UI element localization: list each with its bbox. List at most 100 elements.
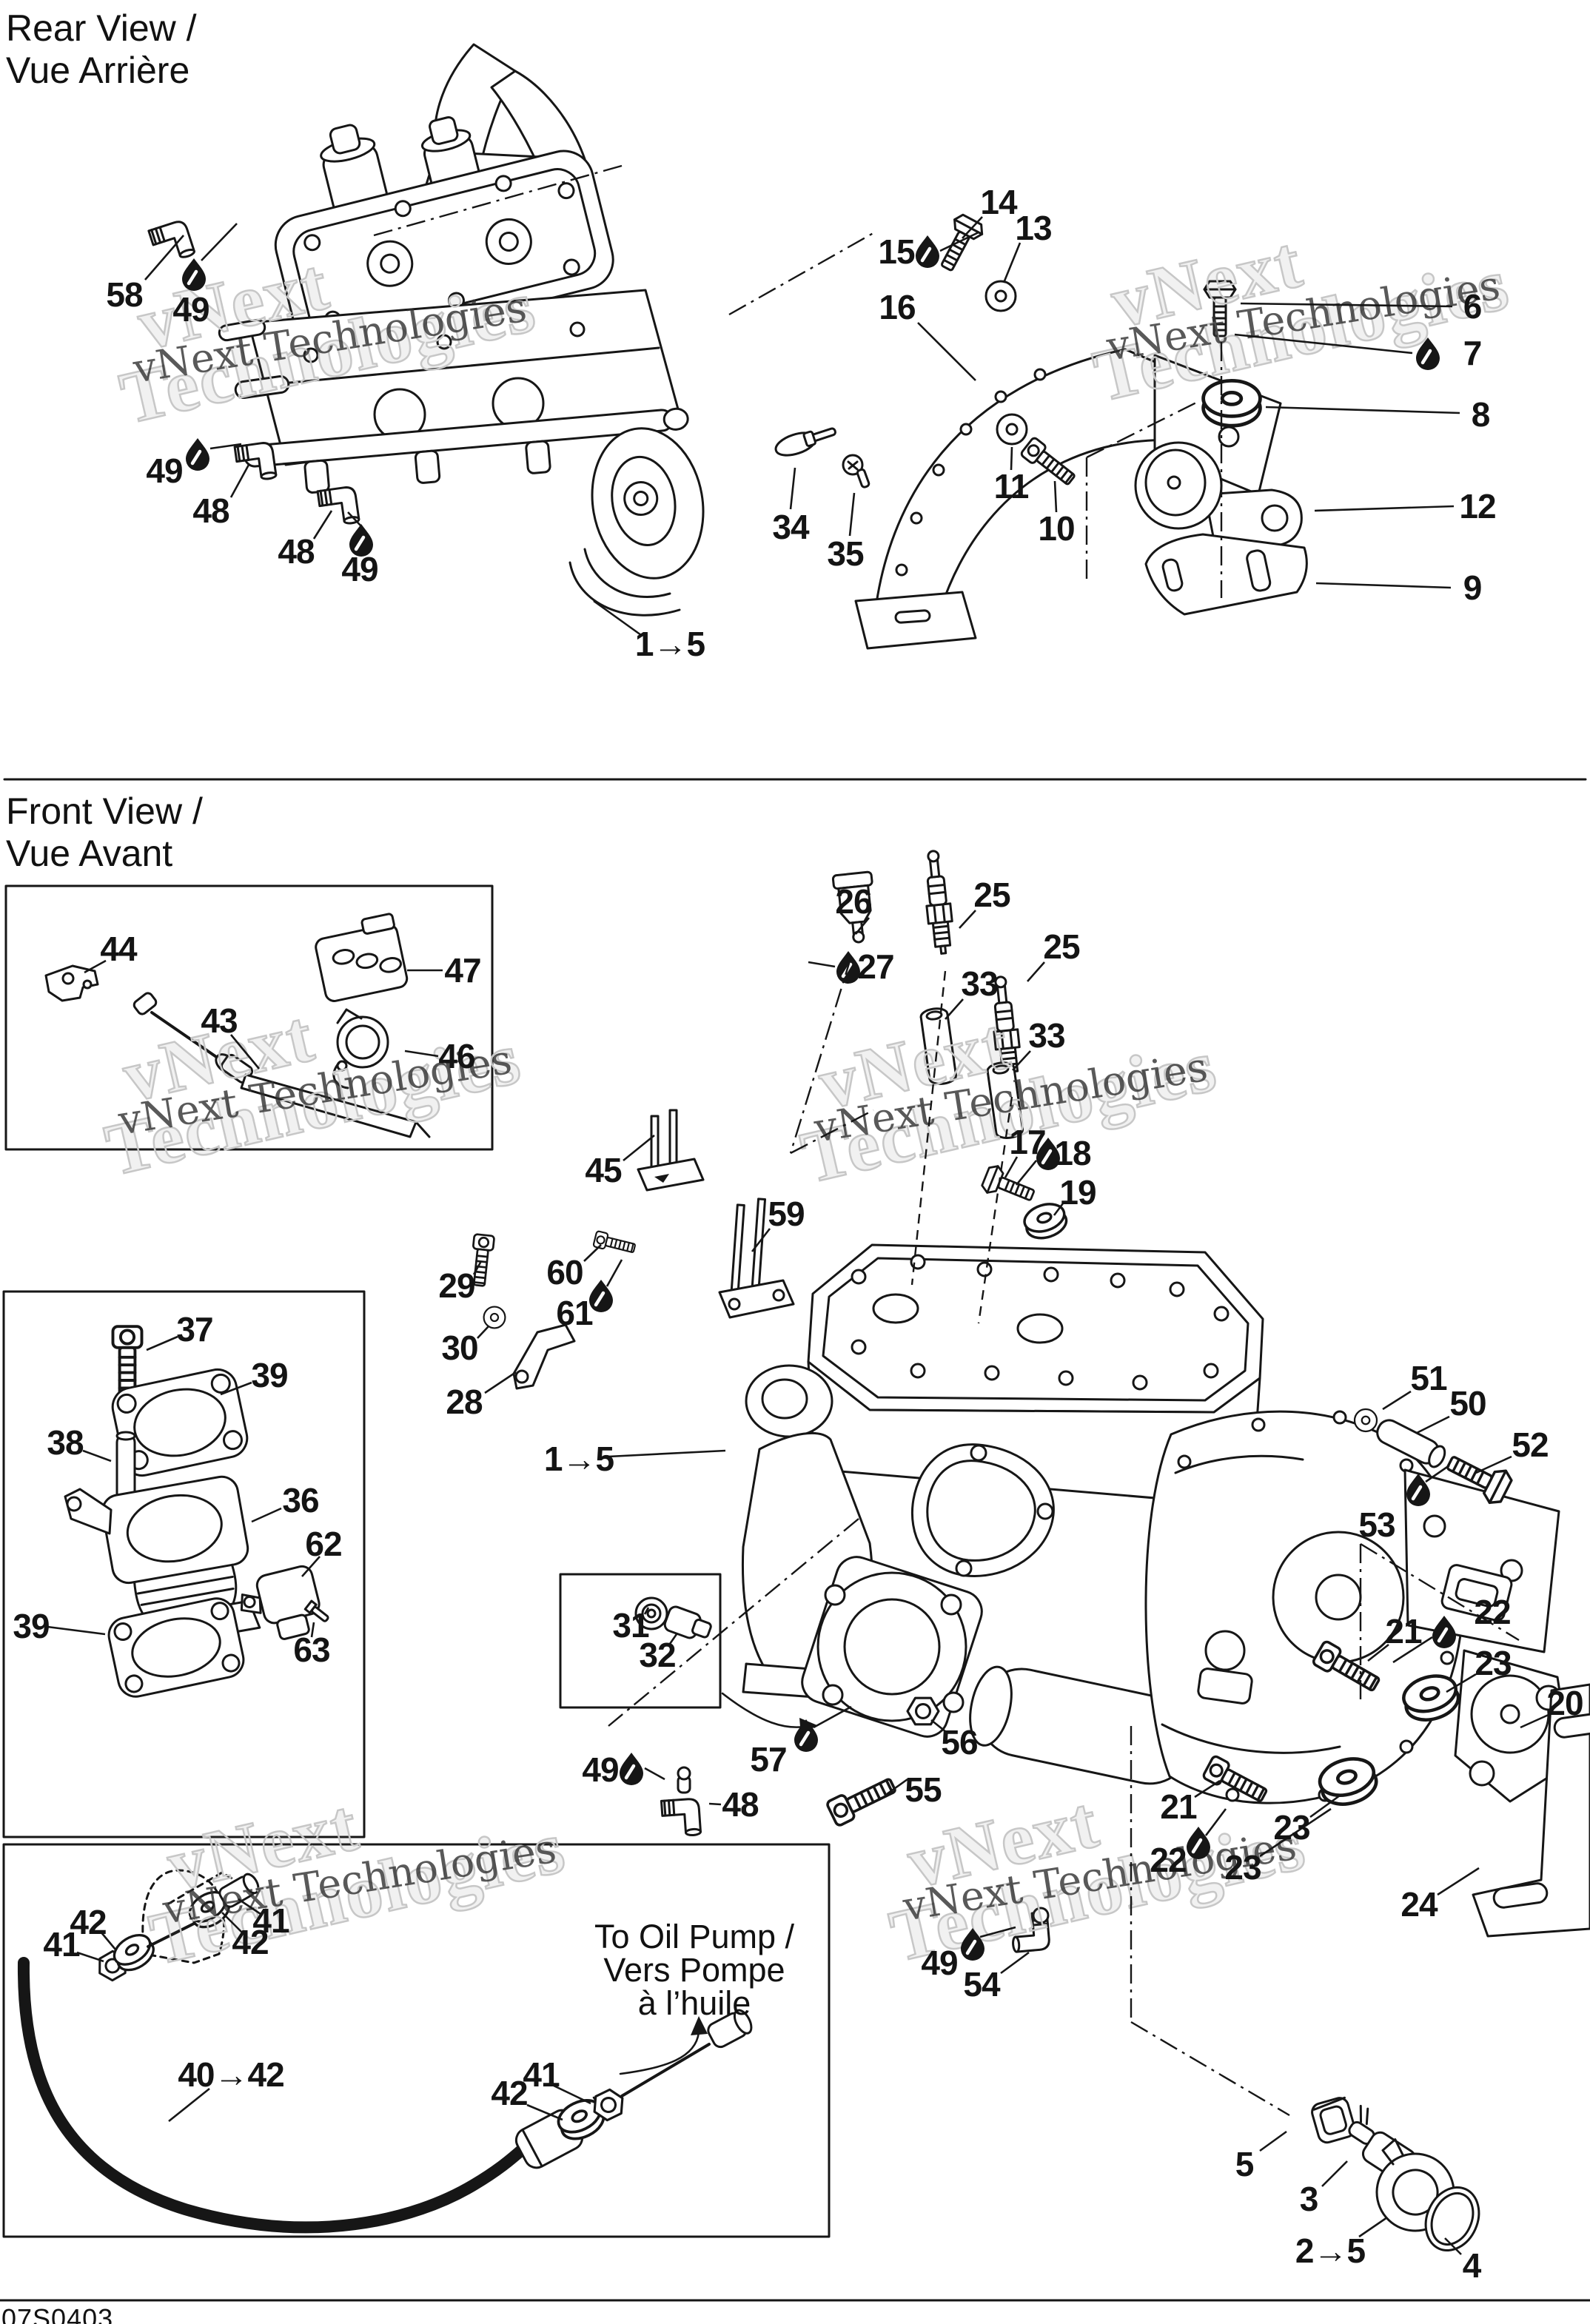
inset-box-oil-pump-cable bbox=[2, 1843, 831, 2238]
leader-line bbox=[229, 464, 250, 498]
leader-line bbox=[1315, 582, 1452, 589]
leader-line bbox=[1309, 1794, 1341, 1818]
oil-drop-icon bbox=[1432, 1616, 1456, 1648]
leader-line bbox=[959, 910, 976, 929]
leader-line bbox=[848, 492, 856, 537]
leader-line bbox=[1053, 1203, 1064, 1216]
leader-line bbox=[84, 959, 107, 974]
leader-line bbox=[813, 1705, 852, 1729]
leader-line bbox=[1446, 1673, 1477, 1693]
oil-drop-icon bbox=[916, 235, 939, 268]
rear-view-title: Rear View / Vue Arrière bbox=[6, 7, 197, 92]
leader-line bbox=[808, 961, 836, 968]
leader-line bbox=[789, 467, 796, 510]
leader-line bbox=[221, 1912, 245, 1935]
construction-line bbox=[373, 164, 623, 237]
leader-line bbox=[1053, 480, 1058, 513]
rear-view-title-en: Rear View / bbox=[6, 7, 197, 49]
leader-line bbox=[623, 1134, 655, 1162]
leader-line bbox=[209, 443, 242, 450]
leader-line bbox=[76, 1951, 104, 1963]
construction-line bbox=[977, 1096, 1013, 1324]
construction-line bbox=[728, 229, 878, 316]
leader-line bbox=[1265, 406, 1460, 414]
construction-line bbox=[608, 1518, 859, 1727]
leader-line bbox=[1204, 1808, 1227, 1836]
leader-line bbox=[1004, 1156, 1019, 1178]
leader-line bbox=[1259, 2130, 1287, 2152]
leader-line bbox=[1234, 333, 1413, 355]
leader-line bbox=[1321, 2160, 1348, 2187]
sheet-code: 07S0403 bbox=[1, 2303, 114, 2324]
leader-line bbox=[668, 1633, 678, 1645]
oil-drop-icon bbox=[1036, 1138, 1060, 1170]
box3-cable-drawing bbox=[17, 1869, 753, 2234]
box2-parts-drawing bbox=[64, 1325, 329, 1698]
leader-line bbox=[47, 1625, 106, 1636]
oil-pump-note-line2: Vers Pompe bbox=[603, 1951, 785, 1989]
leader-line bbox=[1520, 1713, 1551, 1729]
leader-line bbox=[526, 2103, 563, 2121]
leader-line bbox=[1367, 1643, 1389, 1662]
leader-line bbox=[644, 1767, 665, 1781]
leader-line bbox=[930, 1719, 947, 1733]
leader-line bbox=[886, 1778, 908, 1796]
box4-parts-drawing bbox=[634, 1596, 817, 1736]
leader-line bbox=[939, 231, 979, 252]
leader-line bbox=[301, 1556, 321, 1577]
leader-line bbox=[643, 1607, 650, 1615]
leader-line bbox=[945, 998, 964, 1020]
leader-line bbox=[1358, 2216, 1388, 2238]
oil-pump-note: To Oil Pump / Vers Pompe à l’huile bbox=[594, 1920, 794, 2020]
leader-line bbox=[1002, 242, 1022, 283]
inset-box-cables bbox=[4, 884, 494, 1151]
oil-drop-icon bbox=[620, 1753, 643, 1785]
oil-drop-icon bbox=[349, 524, 373, 557]
rear-view-title-fr: Vue Arrière bbox=[6, 50, 190, 91]
front-engine-drawing bbox=[741, 1243, 1560, 1804]
leader-line bbox=[82, 1449, 112, 1462]
leader-line bbox=[1015, 1160, 1038, 1186]
front-view-title-fr: Vue Avant bbox=[6, 833, 173, 874]
oil-pump-note-line3: à l’huile bbox=[637, 1984, 751, 2022]
oil-drop-icon bbox=[182, 258, 206, 291]
leader-line bbox=[1314, 505, 1455, 512]
leader-line bbox=[477, 1326, 489, 1339]
leader-line bbox=[751, 1228, 771, 1252]
construction-line bbox=[1130, 2021, 1290, 2117]
oil-drop-icon bbox=[589, 1280, 613, 1312]
leader-line bbox=[1425, 1464, 1450, 1483]
leader-line bbox=[220, 1381, 252, 1396]
leader-line bbox=[251, 1507, 282, 1523]
leader-line bbox=[1475, 1455, 1512, 1474]
leader-line bbox=[1012, 1050, 1031, 1071]
leader-line bbox=[608, 1449, 726, 1458]
oil-drop-icon bbox=[186, 438, 209, 471]
box1-parts-drawing bbox=[44, 913, 431, 1138]
leader-line bbox=[404, 1050, 439, 1058]
leader-line bbox=[553, 2084, 591, 2105]
leader-line bbox=[1392, 1636, 1433, 1664]
leader-line bbox=[168, 2087, 210, 2123]
leader-line bbox=[583, 1244, 602, 1262]
leader-line bbox=[593, 600, 642, 637]
leader-line bbox=[146, 1335, 178, 1351]
leader-line bbox=[201, 223, 238, 261]
inset-box-adapter bbox=[2, 1290, 366, 1838]
leader-line bbox=[1010, 446, 1013, 471]
construction-line bbox=[1360, 1542, 1520, 1642]
oil-drop-icon bbox=[961, 1928, 984, 1961]
front-view-title-en: Front View / bbox=[6, 790, 203, 832]
leader-line bbox=[144, 235, 184, 281]
oil-drop-icon bbox=[1416, 337, 1440, 370]
construction-line bbox=[789, 956, 853, 1154]
leader-line bbox=[1416, 1415, 1450, 1434]
leader-line bbox=[310, 1622, 315, 1638]
oil-pump-note-line1: To Oil Pump / bbox=[594, 1918, 795, 1955]
oil-drop-icon bbox=[1187, 1827, 1210, 1859]
leader-line bbox=[1027, 961, 1045, 982]
leader-line bbox=[312, 510, 333, 540]
leader-line bbox=[962, 216, 983, 239]
